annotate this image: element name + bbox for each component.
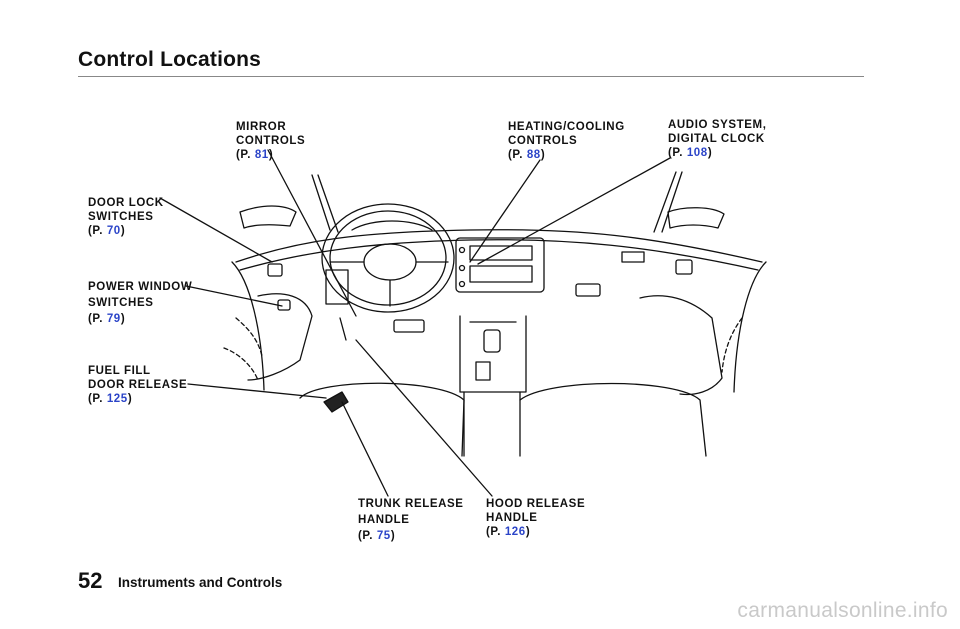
page-title: Control Locations bbox=[78, 48, 262, 71]
section-name: Instruments and Controls bbox=[118, 575, 283, 590]
page-link[interactable]: 126 bbox=[504, 526, 526, 538]
hood-release-callout: HOOD RELEASE HANDLE (P. 126) bbox=[486, 497, 585, 539]
callout-label: DOOR RELEASE bbox=[88, 379, 188, 391]
page-ref-suffix: ) bbox=[707, 147, 713, 159]
watermark: carmanualsonline.info bbox=[737, 599, 948, 622]
callout-label: CONTROLS bbox=[236, 135, 306, 147]
callout-label: HANDLE bbox=[358, 514, 410, 526]
page-ref-suffix: ) bbox=[525, 526, 531, 538]
page-number: 52 bbox=[78, 568, 103, 593]
mirror-controls-callout: MIRROR CONTROLS (P. 81) bbox=[236, 120, 305, 162]
page-link[interactable]: 108 bbox=[686, 147, 708, 159]
callout-label: POWER WINDOW bbox=[88, 281, 193, 293]
callout-label: TRUNK RELEASE bbox=[358, 498, 464, 510]
audio-system-callout: AUDIO SYSTEM, DIGITAL CLOCK (P. 108) bbox=[668, 118, 767, 160]
page-ref-prefix: (P. bbox=[88, 225, 107, 237]
door-lock-callout: DOOR LOCK SWITCHES (P. 70) bbox=[88, 196, 164, 238]
page-ref-suffix: ) bbox=[540, 149, 546, 161]
power-window-callout: POWER WINDOW SWITCHES (P. 79) bbox=[88, 280, 192, 326]
page-ref-suffix: ) bbox=[127, 393, 133, 405]
page-link[interactable]: 75 bbox=[376, 530, 391, 542]
page-ref-suffix: ) bbox=[120, 225, 126, 237]
page-ref-prefix: (P. bbox=[358, 530, 377, 542]
fuel-fill-callout: FUEL FILL DOOR RELEASE (P. 125) bbox=[88, 364, 187, 406]
page-ref-prefix: (P. bbox=[668, 147, 687, 159]
trunk-release-callout: TRUNK RELEASE HANDLE (P. 75) bbox=[358, 497, 464, 543]
callout-label: FUEL FILL bbox=[88, 365, 151, 377]
heating-cooling-callout: HEATING/COOLING CONTROLS (P. 88) bbox=[508, 120, 625, 162]
page-link[interactable]: 125 bbox=[106, 393, 128, 405]
page-ref-suffix: ) bbox=[120, 313, 126, 325]
page-ref-prefix: (P. bbox=[88, 313, 107, 325]
callout-label: DOOR LOCK bbox=[88, 197, 164, 209]
callout-label: SWITCHES bbox=[88, 297, 154, 309]
callout-label: HOOD RELEASE bbox=[486, 498, 586, 510]
callout-label: HANDLE bbox=[486, 512, 538, 524]
page-ref-prefix: (P. bbox=[508, 149, 527, 161]
callout-label: SWITCHES bbox=[88, 211, 154, 223]
page-link[interactable]: 88 bbox=[526, 149, 541, 161]
callout-label: DIGITAL CLOCK bbox=[668, 133, 765, 145]
callout-label: CONTROLS bbox=[508, 135, 578, 147]
callout-label: MIRROR bbox=[236, 121, 287, 133]
callout-label: AUDIO SYSTEM, bbox=[668, 119, 767, 131]
page-ref-suffix: ) bbox=[390, 530, 396, 542]
title-divider bbox=[78, 76, 864, 77]
page-ref-prefix: (P. bbox=[486, 526, 505, 538]
page-link[interactable]: 81 bbox=[254, 149, 269, 161]
page-link[interactable]: 79 bbox=[106, 313, 121, 325]
page-ref-suffix: ) bbox=[268, 149, 274, 161]
page-ref-prefix: (P. bbox=[236, 149, 255, 161]
page-link[interactable]: 70 bbox=[106, 225, 121, 237]
page-ref-prefix: (P. bbox=[88, 393, 107, 405]
callout-label: HEATING/COOLING bbox=[508, 121, 625, 133]
